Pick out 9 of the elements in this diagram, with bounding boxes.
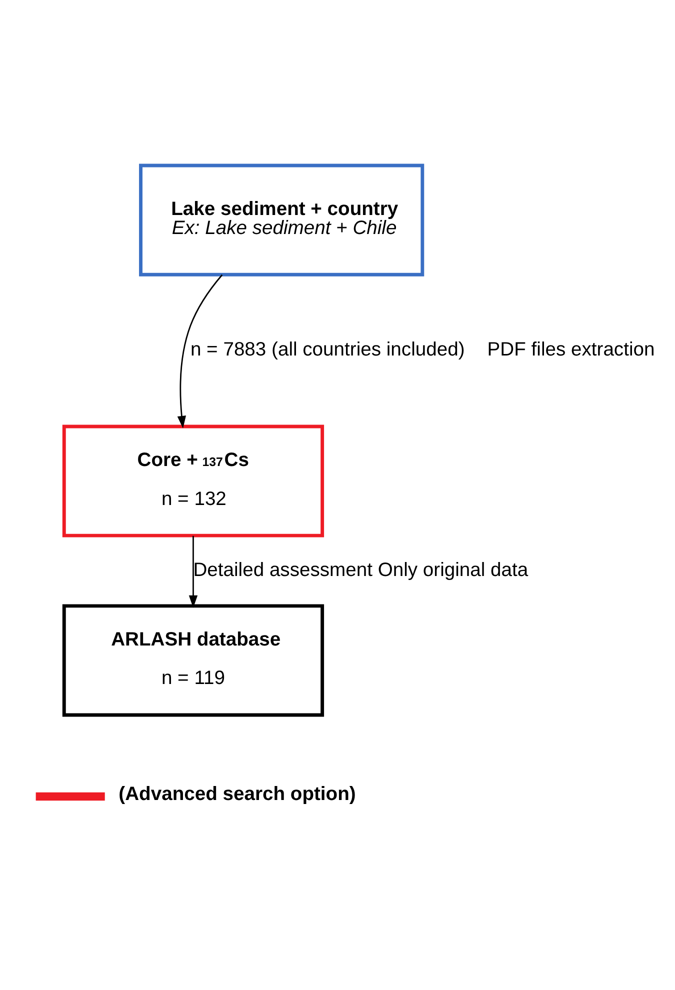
- edge-label: n = 7883 (all countries included): [190, 339, 465, 360]
- edge-label: Detailed assessment Only original data: [193, 559, 528, 580]
- arrow: [188, 535, 198, 608]
- node-box: Core + 137Cs n = 132: [62, 424, 324, 537]
- node-box: Lake sediment + country Ex: Lake sediment + Chile: [139, 163, 424, 276]
- node-box: ARLASH database n = 119: [62, 604, 324, 716]
- legend-label: (Advanced search option): [118, 784, 356, 805]
- arrow: [177, 274, 223, 428]
- label: PDF files extraction: [487, 339, 655, 360]
